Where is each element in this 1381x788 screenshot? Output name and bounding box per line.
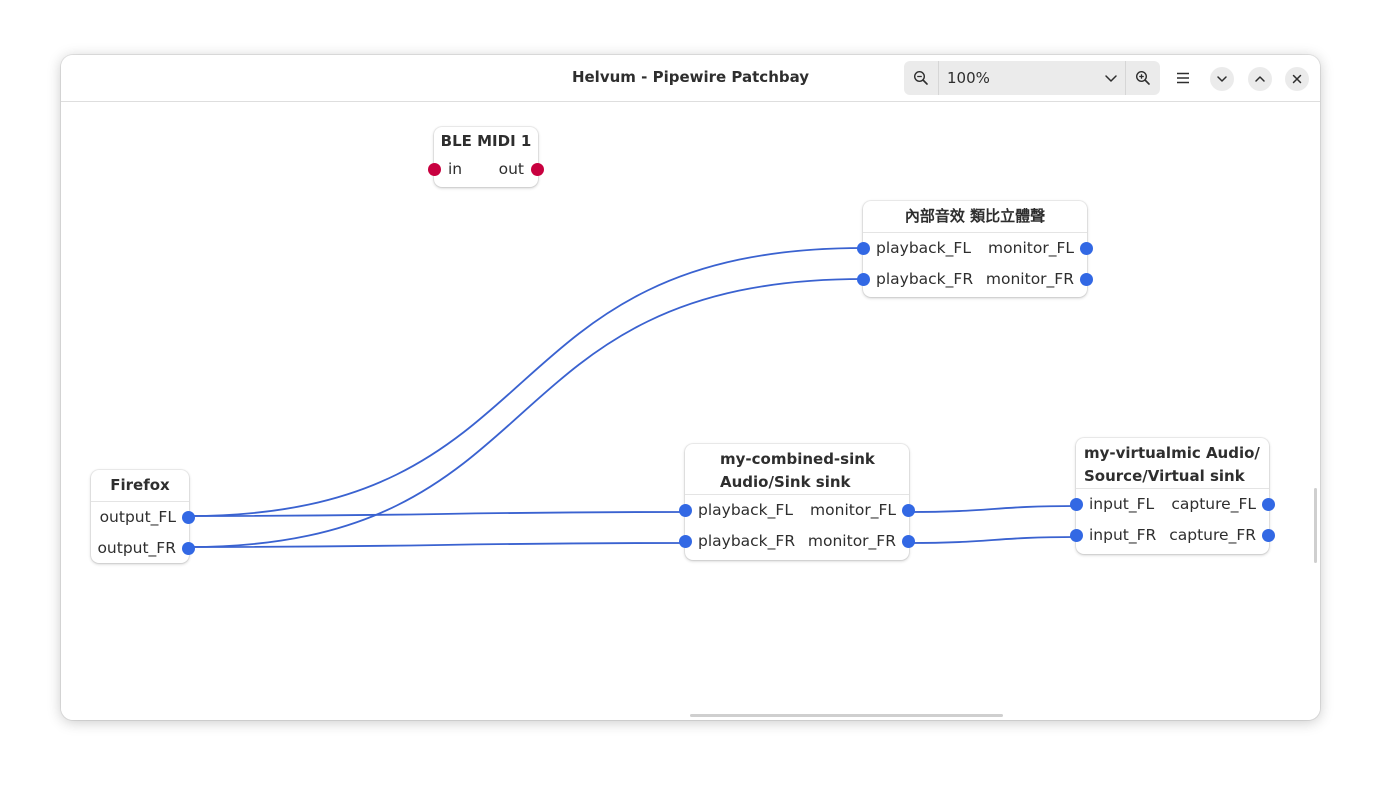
- link-firefox-fr-to-internal-fr[interactable]: [188, 278, 864, 548]
- port-monitor-fl-label: monitor_FL: [810, 501, 896, 519]
- port-row: playback_FL monitor_FL: [857, 233, 1093, 264]
- port-row: playback_FL monitor_FL: [679, 495, 915, 526]
- port-capture-fl-label: capture_FL: [1171, 495, 1256, 513]
- port-playback-fr-handle[interactable]: [857, 273, 870, 286]
- node-title: my-combined-sink Audio/Sink sink: [685, 444, 909, 495]
- node-title: 內部音效 類比立體聲: [863, 201, 1087, 233]
- port-monitor-fr-handle[interactable]: [1080, 273, 1093, 286]
- links-layer: [188, 247, 1077, 548]
- port-playback-fr-label: playback_FR: [698, 532, 796, 550]
- link-firefox-fl-to-combined-fl[interactable]: [188, 511, 686, 517]
- node-ble-midi[interactable]: BLE MIDI 1 in out: [428, 127, 544, 187]
- zoom-out-button[interactable]: [904, 61, 938, 95]
- port-output-fl-handle[interactable]: [182, 511, 195, 524]
- maximize-button[interactable]: [1248, 67, 1272, 91]
- link-firefox-fr-to-combined-fr[interactable]: [188, 542, 686, 548]
- port-monitor-fr-label: monitor_FR: [985, 270, 1074, 288]
- zoom-divider: [1125, 61, 1126, 95]
- port-output-fr-handle[interactable]: [182, 542, 195, 555]
- hamburger-menu-icon: [1177, 72, 1189, 84]
- main-menu-button[interactable]: [1172, 67, 1194, 89]
- port-input-fr-handle[interactable]: [1070, 529, 1083, 542]
- graph-canvas[interactable]: BLE MIDI 1 in out 內部音效 類比立體聲 playback_FL…: [61, 102, 1320, 720]
- port-out-handle[interactable]: [531, 163, 544, 176]
- port-output-fr-label: output_FR: [97, 539, 176, 557]
- port-capture-fr-label: capture_FR: [1169, 526, 1256, 544]
- app-window: Helvum - Pipewire Patchbay 100%: [61, 55, 1320, 720]
- node-combined-sink[interactable]: my-combined-sink Audio/Sink sink playbac…: [679, 444, 915, 560]
- port-in-label: in: [448, 160, 463, 178]
- link-combined-fl-to-virtualmic-fl[interactable]: [908, 505, 1077, 513]
- port-input-fl-handle[interactable]: [1070, 498, 1083, 511]
- port-input-fl-label: input_FL: [1089, 495, 1155, 513]
- chevron-down-icon: [1217, 76, 1227, 82]
- node-title: BLE MIDI 1: [440, 132, 532, 150]
- port-playback-fr-label: playback_FR: [876, 270, 974, 288]
- zoom-divider: [938, 61, 939, 95]
- zoom-control: 100%: [904, 61, 1160, 95]
- port-row: output_FR: [91, 533, 195, 564]
- minimize-button[interactable]: [1210, 67, 1234, 91]
- port-playback-fl-label: playback_FL: [876, 239, 971, 257]
- header-bar: Helvum - Pipewire Patchbay 100%: [61, 55, 1320, 102]
- port-row: playback_FR monitor_FR: [679, 526, 915, 557]
- port-monitor-fr-handle[interactable]: [902, 535, 915, 548]
- close-button[interactable]: [1285, 67, 1309, 91]
- node-virtualmic[interactable]: my-virtualmic Audio/ Source/Virtual sink…: [1070, 438, 1275, 554]
- port-row: input_FR capture_FR: [1070, 520, 1275, 551]
- horizontal-scrollbar[interactable]: [690, 714, 1003, 717]
- port-row: playback_FR monitor_FR: [857, 264, 1093, 295]
- port-playback-fr-handle[interactable]: [679, 535, 692, 548]
- vertical-scrollbar[interactable]: [1314, 488, 1317, 563]
- node-title-line1: my-virtualmic Audio/: [1084, 444, 1260, 462]
- port-row: input_FL capture_FL: [1070, 489, 1275, 520]
- zoom-in-button[interactable]: [1126, 61, 1160, 95]
- zoom-level-dropdown[interactable]: 100%: [939, 61, 1125, 95]
- port-monitor-fl-label: monitor_FL: [988, 239, 1074, 257]
- port-in-handle[interactable]: [428, 163, 441, 176]
- link-combined-fr-to-virtualmic-fr[interactable]: [908, 536, 1077, 544]
- port-playback-fl-handle[interactable]: [679, 504, 692, 517]
- chevron-down-icon: [1105, 75, 1117, 82]
- port-monitor-fl-handle[interactable]: [1080, 242, 1093, 255]
- zoom-out-icon: [913, 70, 928, 85]
- port-playback-fl-label: playback_FL: [698, 501, 793, 519]
- port-capture-fl-handle[interactable]: [1262, 498, 1275, 511]
- node-title: Firefox: [91, 470, 189, 502]
- port-capture-fr-handle[interactable]: [1262, 529, 1275, 542]
- port-row: in out: [428, 155, 544, 186]
- port-monitor-fl-handle[interactable]: [902, 504, 915, 517]
- port-out-label: out: [498, 160, 524, 178]
- node-title-line1: my-combined-sink: [720, 450, 875, 468]
- port-playback-fl-handle[interactable]: [857, 242, 870, 255]
- zoom-level-value: 100%: [947, 69, 990, 87]
- port-output-fl-label: output_FL: [99, 508, 176, 526]
- close-icon: [1292, 74, 1302, 84]
- link-firefox-fl-to-internal-fl[interactable]: [188, 247, 864, 517]
- node-internal-audio[interactable]: 內部音效 類比立體聲 playback_FL monitor_FL playba…: [857, 201, 1093, 297]
- node-title-line2: Audio/Sink sink: [720, 473, 851, 491]
- port-input-fr-label: input_FR: [1089, 526, 1157, 544]
- node-firefox[interactable]: Firefox output_FL output_FR: [91, 470, 195, 564]
- port-monitor-fr-label: monitor_FR: [807, 532, 896, 550]
- zoom-in-icon: [1135, 70, 1150, 85]
- node-title: my-virtualmic Audio/ Source/Virtual sink: [1076, 438, 1269, 489]
- node-title-line2: Source/Virtual sink: [1084, 467, 1245, 485]
- chevron-up-icon: [1255, 76, 1265, 82]
- port-row: output_FL: [91, 502, 195, 533]
